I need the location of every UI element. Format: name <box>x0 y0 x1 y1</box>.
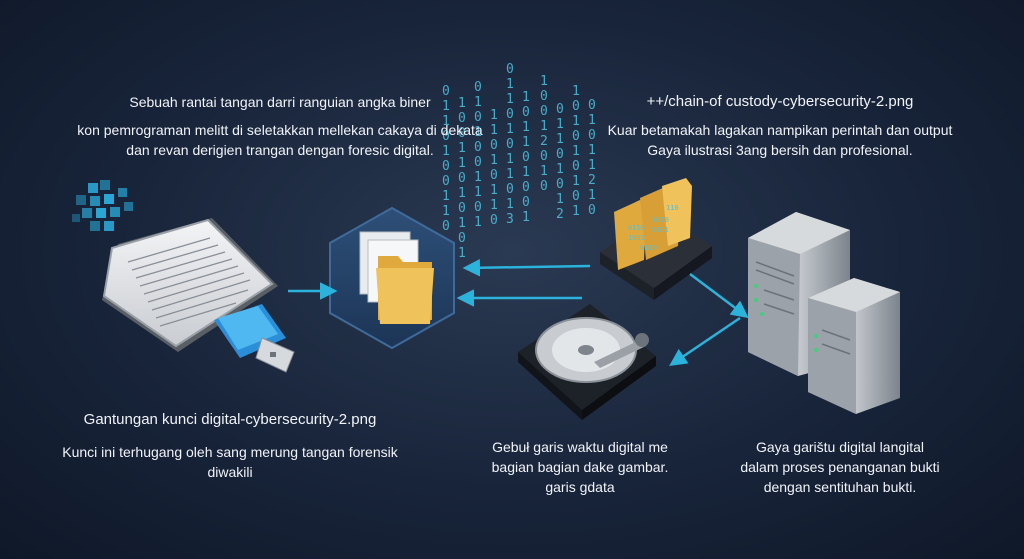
caption-title: ++/chain-of custody-cybersecurity-2.png <box>580 92 980 112</box>
hard-drive-icon <box>518 304 656 420</box>
caption-bottom-right: Gaya garištu digital langital dalam pros… <box>730 437 950 497</box>
svg-text:0110: 0110 <box>628 224 645 232</box>
caption-line: bagian bagian dake gambar. <box>470 457 690 477</box>
caption-bottom-middle: Gebuł garis waktu digital me bagian bagi… <box>470 437 690 497</box>
binary-column: 1 0 1 0 1 0 1 0 1 <box>572 84 580 219</box>
caption-line: Gaya ilustrasi 3ang bersih dan profesion… <box>580 140 980 160</box>
caption-bottom-left: Gantungan kunci digital-cybersecurity-2.… <box>60 410 400 482</box>
hexagon-folder-icon <box>330 208 454 348</box>
binary-column: 0 1 1 0 1 0 1 1 0 1 3 <box>506 62 514 227</box>
binary-column: 1 0 0 1 2 0 1 0 <box>540 74 548 194</box>
caption-line: Gaya garištu digital langital <box>730 437 950 457</box>
pixel-cubes-icon <box>72 180 133 231</box>
server-tower-small-icon <box>808 278 900 414</box>
caption-top-right: ++/chain-of custody-cybersecurity-2.png … <box>580 92 980 160</box>
svg-text:1010: 1010 <box>652 216 669 224</box>
caption-line: Kuar betamakah lagakan nampikan perintah… <box>580 120 980 140</box>
caption-line: dan revan derigien trangan dengan foresi… <box>70 140 490 160</box>
arrow-server-to-drive <box>672 318 740 364</box>
caption-line: diwakili <box>60 462 400 482</box>
caption-line: garis gdata <box>470 477 690 497</box>
caption-line: dalam proses penanganan bukti <box>730 457 950 477</box>
svg-text:0110: 0110 <box>640 244 657 252</box>
caption-line: Kunci ini terhugang oleh sang merung tan… <box>60 442 400 462</box>
arrow-box-to-folder <box>466 266 590 268</box>
caption-line: dengan sentituhan bukti. <box>730 477 950 497</box>
caption-top-left: Sebuah rantai tangan darri ranguian angk… <box>70 92 490 160</box>
svg-text:0101: 0101 <box>652 226 669 234</box>
folder-server-box-icon: 0110 1001 1010 0101 110 0110 <box>600 178 712 300</box>
svg-text:110: 110 <box>666 204 679 212</box>
binary-column: 1 1 0 1 0 1 1 0 <box>490 108 498 228</box>
svg-text:1001: 1001 <box>628 234 645 242</box>
caption-line: kon pemrograman melitt di seletakkan mel… <box>70 120 490 140</box>
caption-title: Gantungan kunci digital-cybersecurity-2.… <box>60 410 400 430</box>
caption-line: Gebuł garis waktu digital me <box>470 437 690 457</box>
arrow-server-to-box <box>690 274 746 316</box>
binary-column: 0 1 1 0 1 0 1 2 <box>556 102 564 222</box>
caption-line: Sebuah rantai tangan darri ranguian angk… <box>70 92 490 112</box>
binary-column: 1 0 1 1 0 1 0 0 1 <box>522 90 530 225</box>
